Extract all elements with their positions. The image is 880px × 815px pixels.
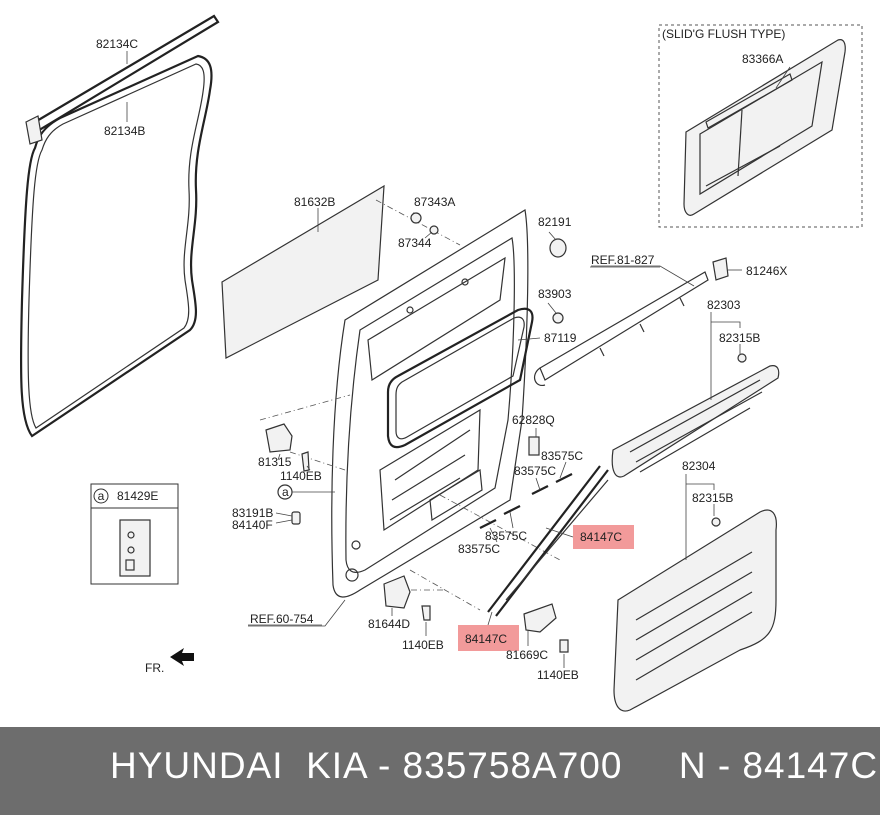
label-82315B-top: 82315B: [719, 331, 760, 345]
runner-channel-part: [487, 465, 609, 617]
label-83575C-c: 83575C: [485, 529, 527, 543]
label-83575C-d: 83575C: [458, 542, 500, 556]
flush-type-window-part: [683, 39, 846, 216]
label-83575C-b: 83575C: [514, 464, 556, 478]
label-1140EB-b: 1140EB: [402, 638, 444, 652]
label-81315: 81315: [258, 455, 292, 469]
label-84140F: 84140F: [232, 518, 273, 532]
flush-type-title: (SLID'G FLUSH TYPE): [662, 27, 785, 41]
clip-62828Q-part: [528, 436, 540, 456]
label-81644D: 81644D: [368, 617, 410, 631]
label-84147C-right: 84147C: [580, 530, 622, 544]
flush-type-inset-box: [658, 24, 863, 228]
legend-box: [90, 483, 179, 585]
label-82304: 82304: [682, 459, 716, 473]
plug-83903-part: [552, 312, 564, 324]
label-87119: 87119: [544, 331, 577, 345]
hinge-81644D-part: [383, 575, 411, 609]
door-frame-part: [331, 209, 529, 598]
window-seal-part: [386, 307, 534, 449]
label-84147C-left: 84147C: [465, 632, 507, 646]
label-1140EB-c: 1140EB: [537, 668, 579, 682]
front-label: FR.: [145, 661, 164, 675]
label-81632B: 81632B: [294, 195, 335, 209]
label-82191: 82191: [538, 215, 572, 229]
glass-panel-part: [221, 184, 385, 359]
legend-part-label: 81429E: [117, 489, 158, 503]
upper-strip-part: [25, 14, 220, 145]
callout-a-label: a: [282, 485, 289, 499]
label-87343A: 87343A: [414, 195, 455, 209]
exploded-view: a 81429E FR. 82134C 82134B 81632B 87343A…: [19, 14, 863, 712]
rail-part: [533, 271, 709, 387]
legend-circle-label: a: [98, 489, 105, 503]
bumper-82191-part: [549, 238, 567, 258]
highlight-84147C-right: [573, 525, 634, 549]
label-1140EB-a: 1140EB: [280, 469, 322, 483]
part-number-footer: HYUNDAI KIA - 835758A700 N - 84147C: [0, 727, 880, 815]
bolt-1140EB-c-part: [559, 639, 569, 653]
ref-81-827-label: REF.81-827: [591, 253, 655, 267]
nut-87343A-part: [410, 212, 422, 224]
label-83191B: 83191B: [232, 506, 273, 520]
clip-82315B-top-part: [737, 353, 747, 363]
part-number-text: HYUNDAI KIA - 835758A700 N - 84147C: [110, 745, 879, 786]
bracket-81246X-part: [712, 257, 729, 281]
highlight-84147C-left: [458, 625, 519, 651]
trim-82304-part: [613, 509, 777, 712]
weatherstrip-part: [19, 54, 213, 438]
hinge-81315-part: [265, 423, 293, 453]
label-82303: 82303: [707, 298, 741, 312]
label-82134C: 82134C: [96, 37, 138, 51]
label-83575C-a: 83575C: [541, 449, 583, 463]
label-62828Q: 62828Q: [512, 413, 555, 427]
garnish-82303-part: [611, 365, 780, 478]
label-83903: 83903: [538, 287, 572, 301]
hinge-81669C-part: [523, 603, 557, 633]
bolt-1140EB-b-part: [421, 605, 431, 621]
label-81669C: 81669C: [506, 648, 548, 662]
label-83366A: 83366A: [742, 52, 783, 66]
front-arrow-icon: [170, 648, 194, 666]
label-81246X: 81246X: [746, 264, 787, 278]
clip-83191B-part: [291, 511, 301, 525]
parts-diagram: a 81429E FR. 82134C 82134B 81632B 87343A…: [19, 14, 863, 712]
clip-82315B-bottom-part: [711, 517, 721, 527]
ref-60-754-label: REF.60-754: [250, 612, 314, 626]
label-87344: 87344: [398, 236, 432, 250]
label-82134B: 82134B: [104, 124, 145, 138]
label-82315B-bottom: 82315B: [692, 491, 733, 505]
